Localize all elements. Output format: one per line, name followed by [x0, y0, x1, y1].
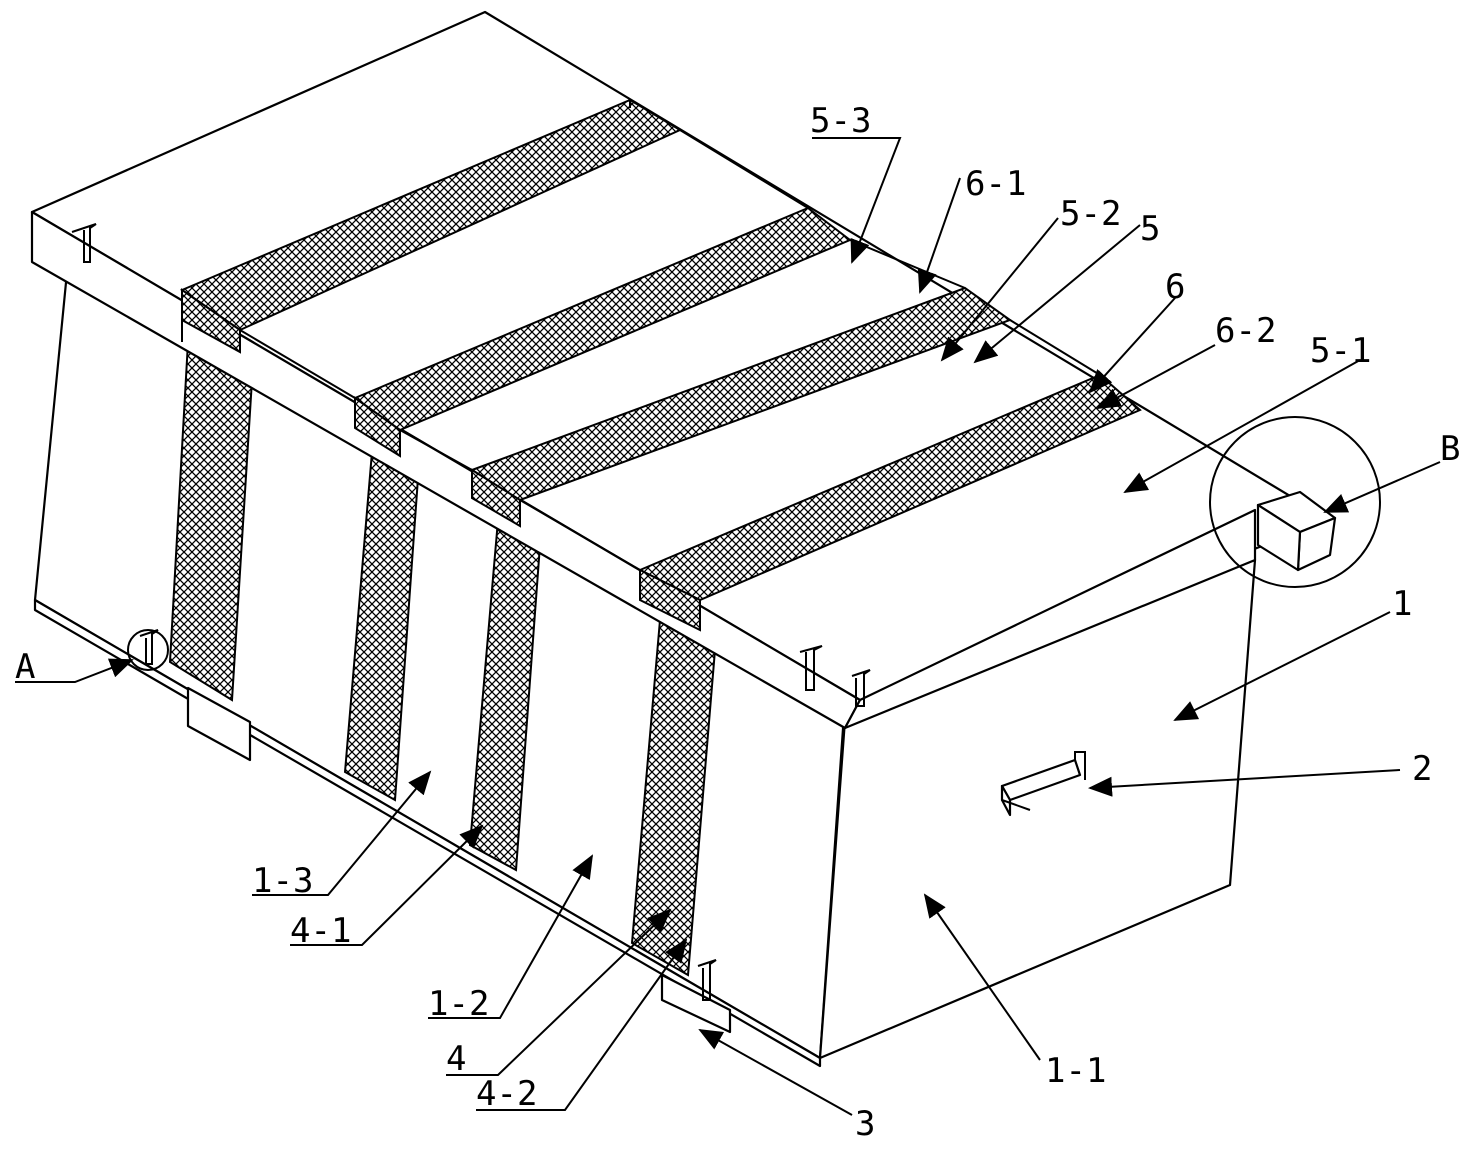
label-5-3: 5-3 — [810, 101, 871, 141]
label-5-2: 5-2 — [1060, 194, 1121, 234]
leaders — [15, 137, 1441, 1116]
label-6-1: 6-1 — [965, 164, 1026, 204]
label-4-1: 4-1 — [290, 911, 351, 951]
label-5-1: 5-1 — [1310, 331, 1371, 371]
label-1: 1 — [1392, 584, 1412, 624]
label-1-3: 1-3 — [252, 861, 313, 901]
detail-circle-B — [1209, 416, 1381, 588]
clips — [71, 223, 871, 1001]
label-3: 3 — [855, 1104, 875, 1144]
label-1-2: 1-2 — [428, 984, 489, 1024]
lid-rim-end — [843, 508, 1257, 730]
label-4-2: 4-2 — [476, 1074, 537, 1114]
corner-block — [1256, 490, 1337, 572]
label-4: 4 — [446, 1039, 466, 1079]
lid-strap-2-drop — [354, 396, 401, 458]
feet — [186, 686, 732, 1034]
label-A: A — [15, 647, 35, 687]
clip-3 — [697, 959, 717, 1001]
detail-circle-A — [127, 629, 169, 671]
label-5: 5 — [1140, 209, 1160, 249]
lid-strap-3-drop — [471, 468, 521, 528]
side-straps — [168, 340, 717, 977]
clip-front-2 — [851, 669, 871, 707]
clip-front-1 — [799, 645, 823, 691]
handle — [1000, 751, 1086, 817]
foot-right — [660, 973, 732, 1034]
label-1-1: 1-1 — [1045, 1051, 1106, 1091]
label-2: 2 — [1412, 749, 1432, 789]
label-B: B — [1440, 429, 1460, 469]
labels: 5-3 6-1 5-2 5 6 6-2 5-1 B 1 2 A 1-3 4-1 … — [15, 101, 1460, 1144]
clip-left — [71, 223, 97, 263]
label-6-2: 6-2 — [1215, 311, 1276, 351]
label-6: 6 — [1165, 267, 1185, 307]
lid-strap-4-drop — [639, 568, 701, 632]
foot-left — [186, 686, 252, 762]
lid-straps — [179, 98, 1142, 632]
